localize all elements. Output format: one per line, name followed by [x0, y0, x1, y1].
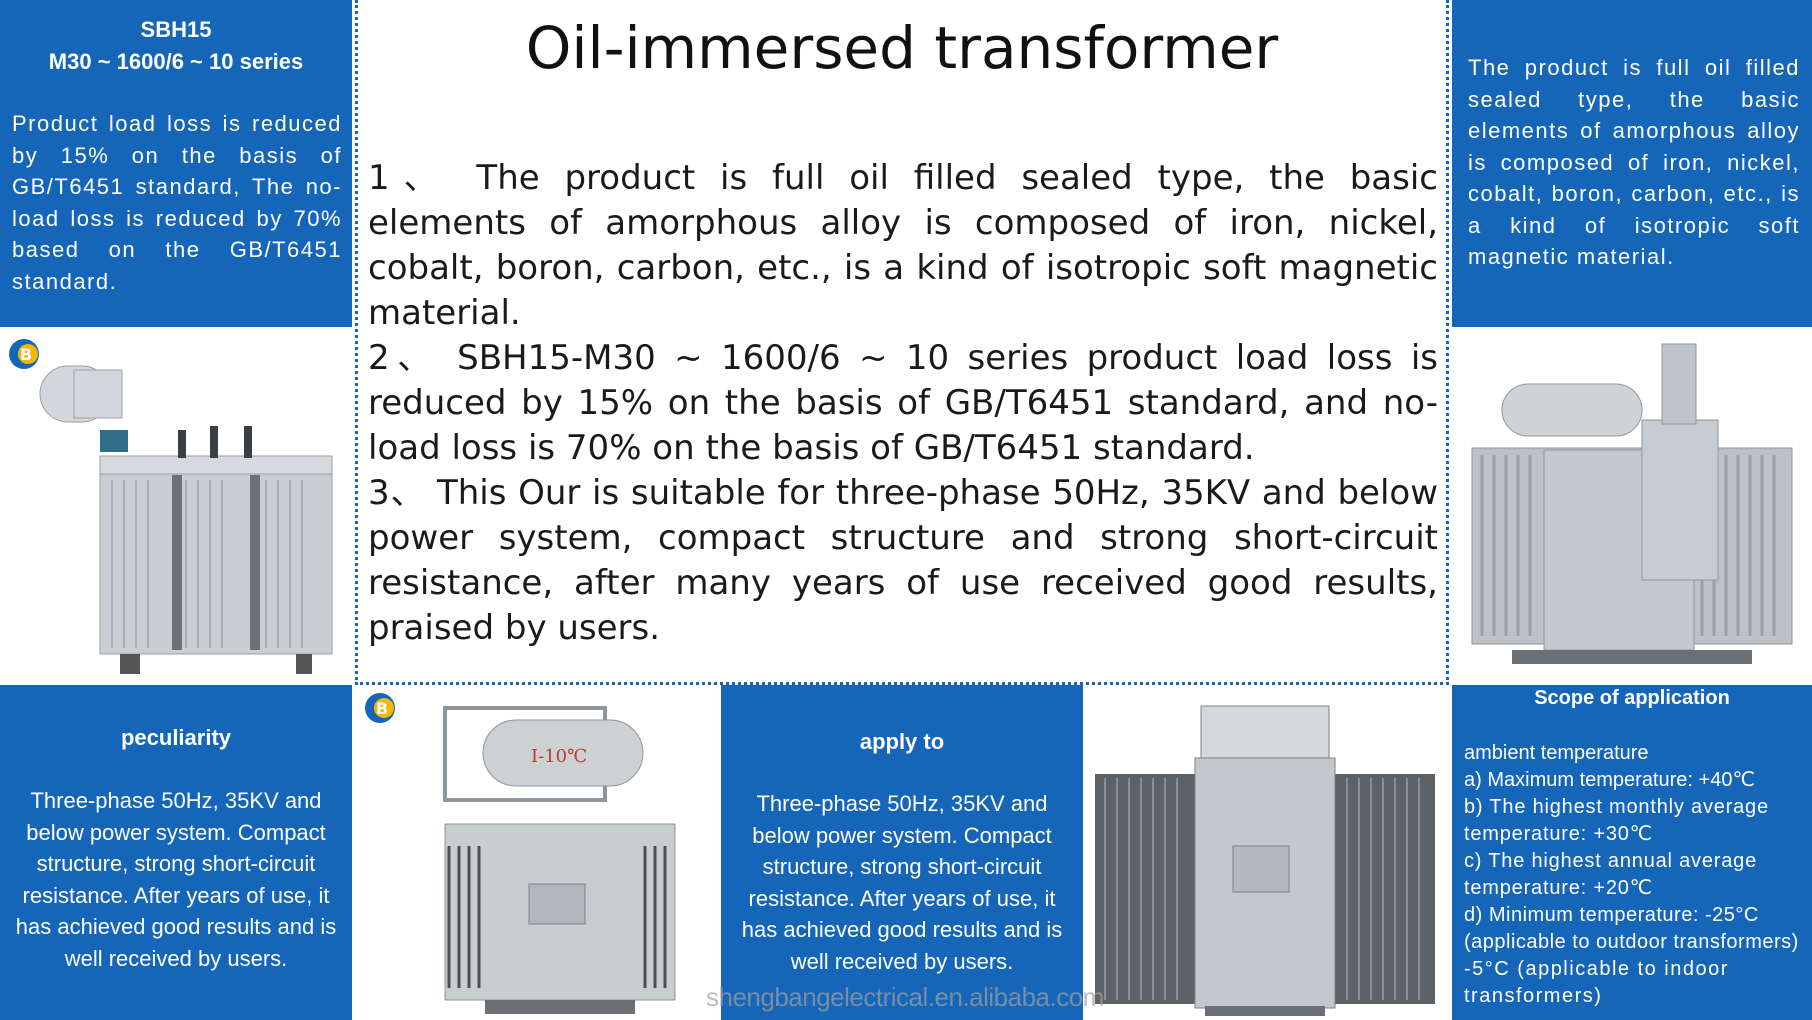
scope-line-5: d) Minimum temperature: -25°C (applicabl… — [1464, 904, 1799, 953]
transformer-photo-1 — [0, 330, 352, 682]
page-title: Oil-immersed transformer — [525, 14, 1279, 82]
feature-item-3: 3、 This Our is suitable for three-phase … — [368, 473, 1438, 648]
top-left-panel: SBH15 M30 ~ 1600/6 ~ 10 series Product l… — [0, 0, 352, 327]
apply-to-heading: apply to — [859, 729, 945, 754]
material-description: The product is full oil filled sealed ty… — [1468, 55, 1800, 269]
svg-text:B: B — [20, 345, 32, 364]
transformer-photo-2 — [1452, 330, 1812, 682]
watermark: shengbangelectrical.en.alibaba.com — [706, 982, 1104, 1012]
scope-list: ambient temperature a) Maximum temperatu… — [1464, 740, 1800, 1010]
svg-text:B: B — [376, 699, 388, 718]
brand-logo-icon: B — [6, 336, 42, 372]
series-heading-line2: M30 ~ 1600/6 ~ 10 series — [48, 49, 304, 74]
main-content-box: Oil-immersed transformer 1、 The product … — [355, 0, 1449, 685]
transformer-photo-4 — [1085, 688, 1449, 1020]
series-heading-line1: SBH15 — [140, 17, 212, 42]
scope-line-6: -5°C (applicable to indoor transformers) — [1464, 958, 1729, 1007]
scope-line-3: b) The highest monthly average temperatu… — [1464, 796, 1769, 845]
peculiarity-text: Three-phase 50Hz, 35KV and below power s… — [15, 788, 337, 971]
transformer-illustration-4 — [1095, 705, 1435, 1016]
scope-line-4: c) The highest annual average temperatur… — [1464, 850, 1758, 899]
transformer-illustration-1 — [39, 365, 333, 674]
peculiarity-heading: peculiarity — [120, 725, 232, 750]
top-right-panel: The product is full oil filled sealed ty… — [1452, 0, 1812, 327]
peculiarity-panel: peculiarity Three-phase 50Hz, 35KV and b… — [0, 685, 352, 1020]
feature-item-1: 1、 The product is full oil filled sealed… — [368, 158, 1438, 333]
brand-logo-small-icon: B — [362, 690, 398, 726]
scope-heading: Scope of application — [1534, 687, 1730, 709]
apply-to-panel: apply to Three-phase 50Hz, 35KV and belo… — [721, 685, 1083, 1020]
scope-panel: Scope of application — [1452, 685, 1812, 1020]
scope-line-1: ambient temperature — [1464, 742, 1649, 764]
series-description: Product load loss is reduced by 15% on t… — [12, 111, 342, 294]
transformer-illustration-3: I-10℃ — [443, 706, 676, 1014]
feature-list: 1、 The product is full oil filled sealed… — [368, 156, 1438, 651]
feature-item-2: 2、 SBH15-M30 ~ 1600/6 ~ 10 series produc… — [368, 338, 1438, 468]
scope-line-2: a) Maximum temperature: +40℃ — [1464, 769, 1755, 791]
tank-label: I-10℃ — [531, 746, 587, 767]
apply-to-text: Three-phase 50Hz, 35KV and below power s… — [741, 791, 1063, 974]
series-heading: SBH15 M30 ~ 1600/6 ~ 10 series — [0, 14, 352, 78]
transformer-illustration-2 — [1471, 343, 1793, 664]
transformer-photo-3: I-10℃ — [355, 688, 719, 1020]
